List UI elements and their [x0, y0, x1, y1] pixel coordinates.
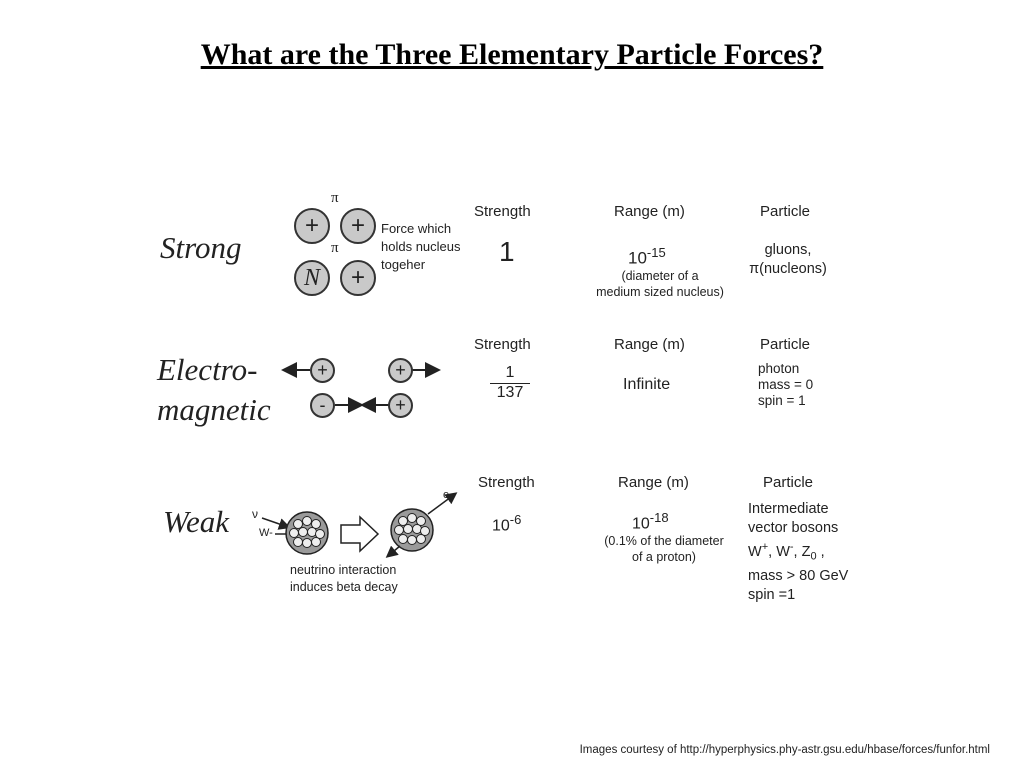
positive-charge-circle: +	[388, 358, 413, 383]
strong-particle-value: gluons, π(nucleons)	[749, 242, 827, 277]
weak-range-note: (0.1% of the diameter of a proton)	[604, 534, 724, 564]
nucleus-after	[390, 508, 434, 552]
weak-particle-value: Intermediate vector bosons W+, W-, Z0 , …	[748, 501, 849, 603]
neutrino-label: ν	[252, 507, 258, 521]
negative-charge-circle: -	[310, 393, 335, 418]
particle-header: Particle	[763, 474, 814, 491]
particle-header: Particle	[760, 203, 811, 220]
proton-circle: +	[340, 208, 376, 244]
strength-header: Strength	[478, 474, 535, 491]
nucleus-before	[285, 511, 329, 555]
pi-label-top: π	[331, 190, 339, 206]
weak-strength-value: 10-6	[492, 512, 522, 535]
em-force-name-line1: Electro-	[157, 352, 258, 387]
recoil-arrow	[385, 545, 401, 558]
proton-circle: +	[340, 260, 376, 296]
description-line: togeher	[381, 257, 426, 272]
positive-charge-circle: +	[388, 393, 413, 418]
strong-range-note: (diameter of a medium sized nucleus)	[596, 269, 724, 299]
weak-diagram	[261, 492, 458, 558]
particle-header: Particle	[760, 336, 811, 353]
image-credit: Images courtesy of http://hyperphysics.p…	[579, 744, 990, 756]
electron-arrow	[427, 492, 458, 515]
neutron-circle: N	[294, 260, 330, 296]
em-arrows	[281, 362, 441, 413]
weak-force-name: Weak	[163, 504, 229, 539]
pi-label-middle: π	[331, 240, 339, 256]
strong-strength-value: 1	[499, 236, 515, 267]
weak-caption: neutrino interaction induces beta decay	[290, 563, 398, 594]
weak-range-value: 10-18	[632, 510, 669, 533]
strong-description: Force which holds nucleus togeher	[381, 220, 461, 274]
em-particle-value: photon mass = 0 spin = 1	[758, 361, 814, 408]
strong-force-name: Strong	[160, 230, 242, 265]
description-line: holds nucleus	[381, 239, 461, 254]
strength-header: Strength	[474, 336, 531, 353]
description-line: Force which	[381, 221, 452, 236]
range-header: Range (m)	[618, 474, 689, 491]
neutrino-arrow	[261, 517, 291, 530]
em-strength-value: 1 137	[488, 364, 532, 402]
positive-charge-circle: +	[310, 358, 335, 383]
strong-range-value: 10-15	[628, 245, 666, 268]
range-header: Range (m)	[614, 336, 685, 353]
em-range-value: Infinite	[623, 376, 671, 393]
transition-arrow	[340, 515, 380, 553]
range-header: Range (m)	[614, 203, 685, 220]
proton-circle: +	[294, 208, 330, 244]
strength-header: Strength	[474, 203, 531, 220]
w-boson-label: W-	[259, 527, 273, 539]
slide-title: What are the Three Elementary Particle F…	[200, 38, 824, 71]
em-force-name-line2: magnetic	[157, 392, 271, 427]
